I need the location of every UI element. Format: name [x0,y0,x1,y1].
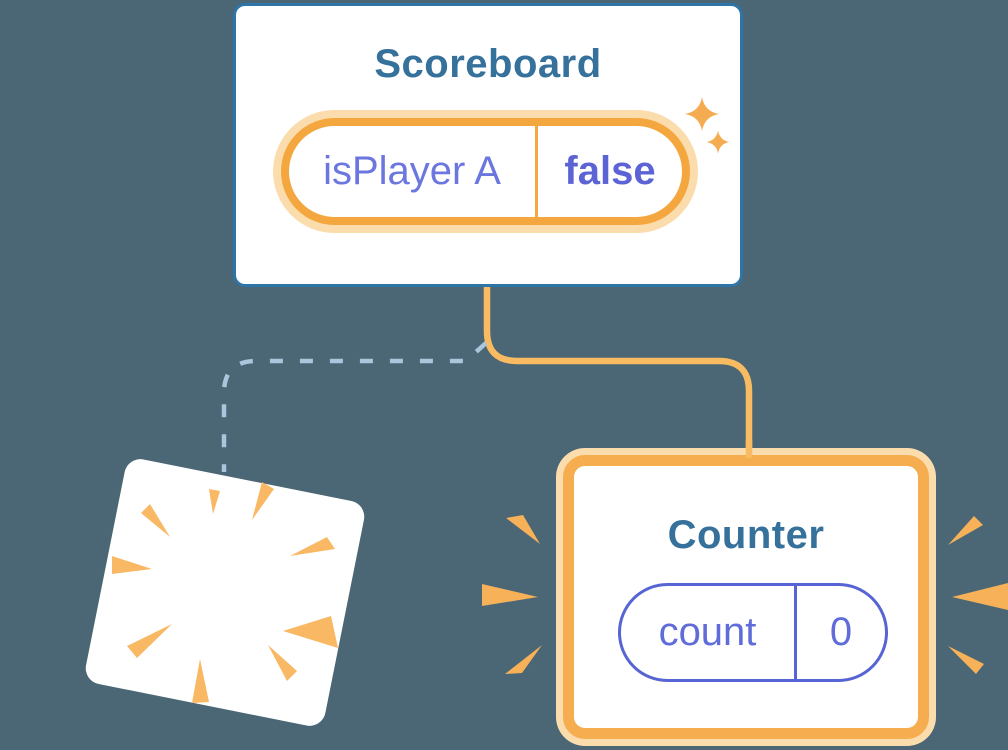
scoreboard-card: Scoreboard isPlayer A false [233,3,743,287]
counter-title: Counter [667,513,825,557]
dashed-connector-line [221,341,488,472]
state-pill-label: isPlayer A [323,149,501,193]
pill-divider [535,126,538,217]
destroyed-card [82,456,368,729]
counter-state-pill: count 0 [618,583,888,682]
scoreboard-title: Scoreboard [374,42,602,86]
scoreboard-state-pill: isPlayer A false [281,118,690,225]
counter-card: Counter count 0 [563,455,929,739]
count-pill-value: 0 [829,610,853,654]
state-pill-value: false [564,149,656,193]
active-connector-line [483,283,753,461]
count-pill-label: count [658,610,757,654]
pill-divider [794,586,797,679]
